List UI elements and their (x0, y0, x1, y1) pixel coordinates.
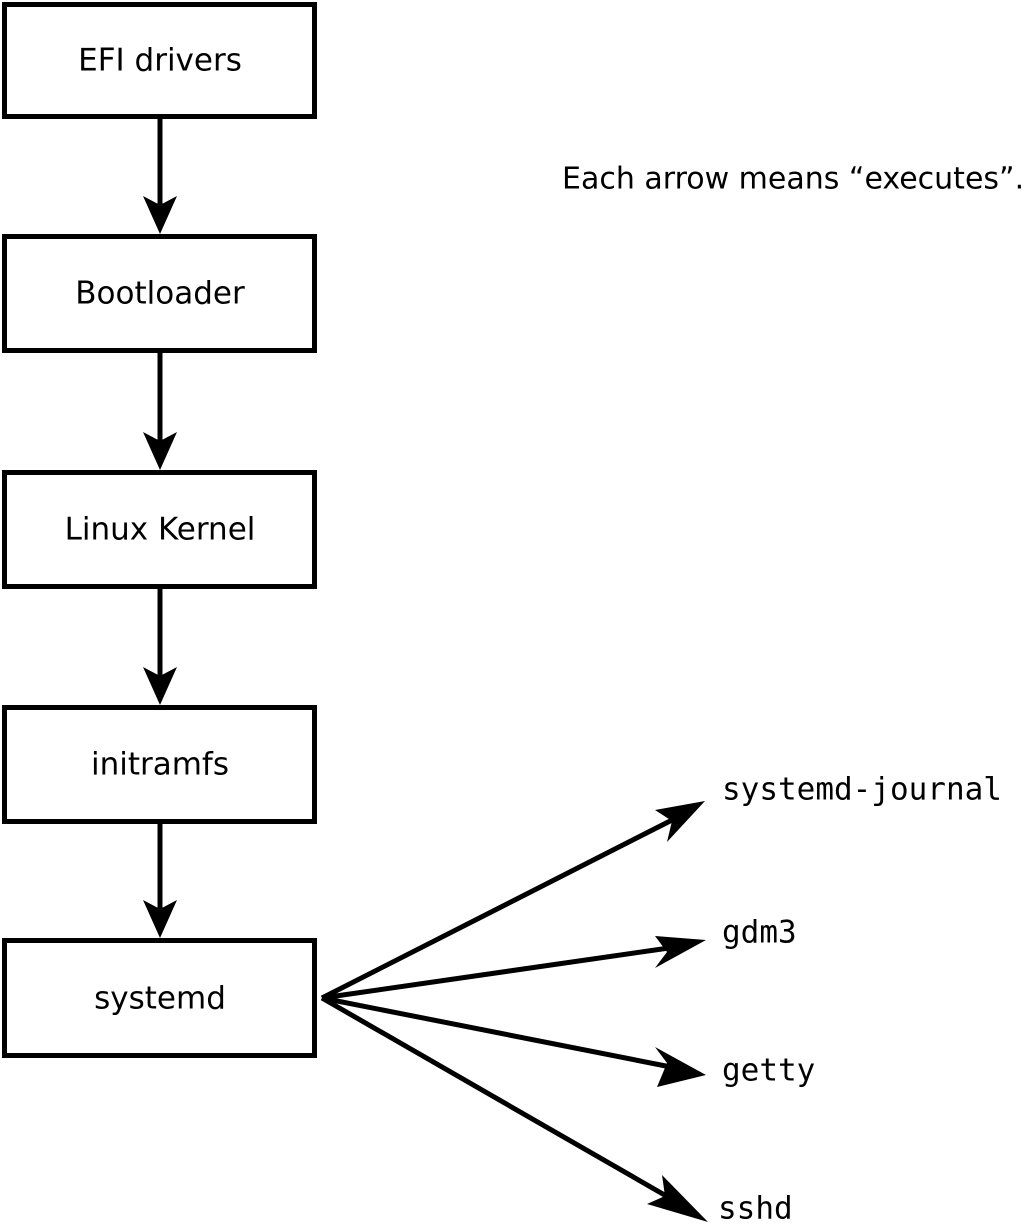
service-label-gdm3: gdm3 (722, 915, 797, 951)
arrow-linux-kernel-to-initramfs (143, 589, 177, 705)
service-label-getty: getty (722, 1053, 815, 1089)
arrow-head-icon (143, 196, 177, 234)
node-systemd-rect (2, 938, 317, 1058)
arrow-efi-drivers-to-bootloader (143, 119, 177, 234)
boot-chain-group: EFI drivers Bootloader Linux Kernel init… (2, 2, 317, 1058)
node-bootloader[interactable]: Bootloader (2, 234, 317, 353)
arrow-head-icon (655, 936, 706, 968)
node-linux-kernel-label: Linux Kernel (65, 512, 256, 548)
arrow-bootloader-to-linux-kernel (143, 353, 177, 470)
node-systemd-label: systemd (94, 981, 226, 1017)
node-efi-drivers[interactable]: EFI drivers (2, 2, 317, 119)
arrow-head-icon (655, 1047, 706, 1087)
arrow-head-icon (143, 432, 177, 470)
node-bootloader-rect (2, 234, 317, 353)
arrow-head-icon (143, 667, 177, 705)
diagram-caption: Each arrow means “executes”. (562, 162, 1023, 197)
arrow-systemd-to-sshd: sshd (320, 995, 793, 1227)
arrow-head-icon (647, 1175, 708, 1222)
arrow-head-icon (655, 801, 705, 842)
node-linux-kernel-rect (2, 470, 317, 589)
node-bootloader-label: Bootloader (75, 276, 245, 312)
node-linux-kernel[interactable]: Linux Kernel (2, 470, 317, 589)
arrow-initramfs-to-systemd (143, 824, 177, 938)
arrow-shaft (321, 995, 677, 1071)
node-initramfs[interactable]: initramfs (2, 705, 317, 824)
node-systemd[interactable]: systemd (2, 938, 317, 1058)
arrow-shaft (320, 995, 684, 1208)
node-initramfs-label: initramfs (91, 747, 229, 783)
arrow-shaft (321, 944, 677, 1001)
arrow-systemd-to-gdm3: gdm3 (321, 915, 797, 1001)
service-label-sshd: sshd (718, 1191, 793, 1227)
systemd-fanout-group: systemd-journal gdm3 getty sshd (320, 772, 1002, 1227)
arrow-head-icon (143, 900, 177, 938)
node-efi-drivers-label: EFI drivers (78, 43, 242, 79)
node-initramfs-rect (2, 705, 317, 824)
service-label-systemd-journal: systemd-journal (722, 772, 1002, 808)
arrow-shaft (320, 814, 680, 1001)
node-efi-drivers-rect (2, 2, 317, 119)
arrow-systemd-to-getty: getty (321, 995, 815, 1089)
chain-connectors-group (143, 119, 177, 938)
arrow-systemd-to-systemd-journal: systemd-journal (320, 772, 1002, 1001)
